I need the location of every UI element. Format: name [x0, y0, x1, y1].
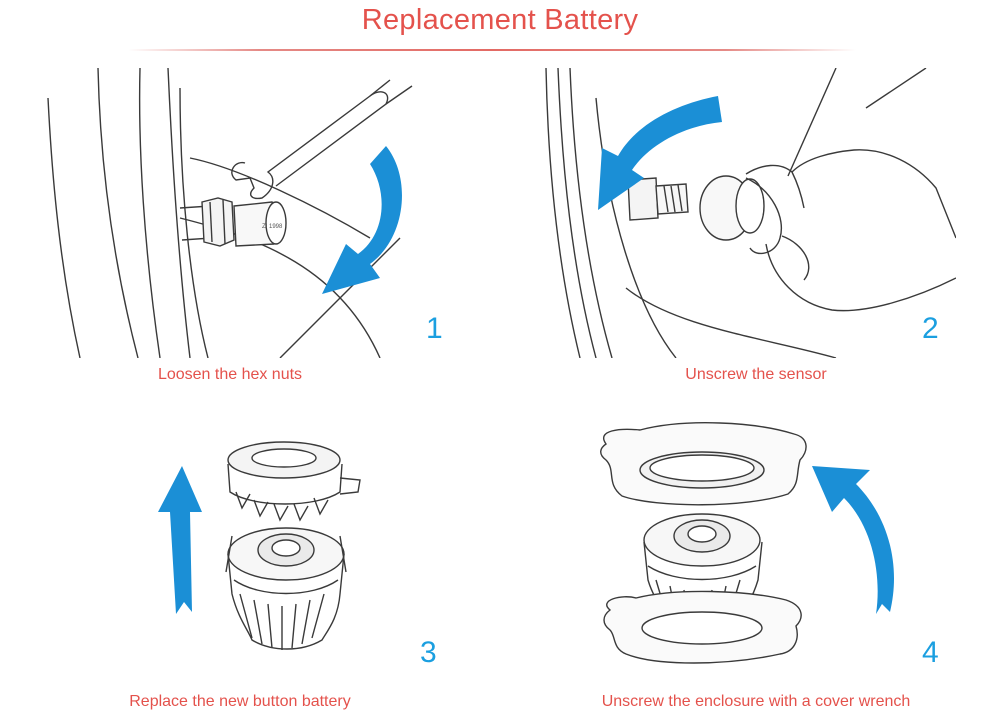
step-2-caption: Unscrew the sensor	[685, 366, 827, 383]
step-1-illustration: ZI 1998	[47, 68, 413, 358]
step-2-illustration	[545, 68, 956, 358]
page-title: Replacement Battery	[361, 4, 639, 36]
step-1-panel: ZI 1998 1	[40, 68, 460, 358]
step-1-number: 1	[426, 312, 443, 345]
step-3-illustration	[158, 441, 361, 650]
svg-text:ZI 1998: ZI 1998	[262, 224, 283, 230]
step-4-number: 4	[922, 636, 939, 669]
step-2-panel: 2	[536, 68, 956, 358]
title-divider	[128, 49, 856, 51]
step-3-caption: Replace the new button battery	[129, 693, 351, 710]
curved-left-arrow-icon	[598, 96, 722, 210]
step-1-caption: Loosen the hex nuts	[157, 366, 303, 383]
step-4-caption: Unscrew the enclosure with a cover wrenc…	[601, 693, 911, 710]
step-3-number: 3	[420, 636, 437, 669]
curved-up-arrow-icon	[812, 466, 895, 614]
step-2-number: 2	[922, 312, 939, 345]
step-3-panel: 3	[40, 404, 460, 684]
straight-up-arrow-icon	[158, 466, 202, 614]
step-4-panel: 4	[536, 404, 956, 684]
step-4-illustration	[600, 422, 895, 664]
curved-down-arrow-icon	[322, 146, 402, 294]
